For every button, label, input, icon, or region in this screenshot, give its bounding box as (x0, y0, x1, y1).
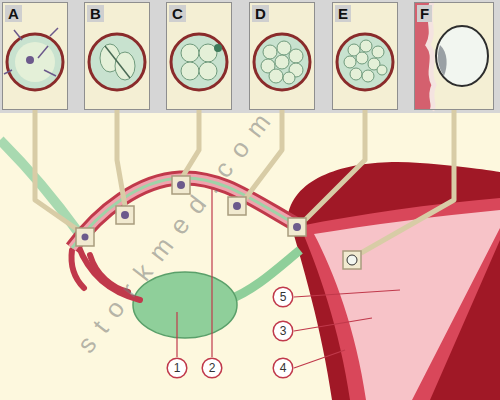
watermark: storkmed.com (71, 97, 285, 358)
stage-panel: E (332, 2, 398, 110)
callout-circle: 2 (201, 357, 223, 379)
panel-letter: D (252, 5, 269, 22)
stage-panel: B (84, 2, 150, 110)
callout-circle: 1 (166, 357, 188, 379)
callout-number: 2 (209, 361, 216, 375)
panel-letter: E (335, 5, 351, 22)
stage-panel: D (249, 2, 315, 110)
stage-panel: A (2, 2, 68, 110)
panel-letter: B (87, 5, 104, 22)
panel-letter: A (5, 5, 22, 22)
callout-number: 4 (280, 361, 287, 375)
panel-letter: F (417, 5, 432, 22)
callout-number: 1 (174, 361, 181, 375)
panel-letter: C (169, 5, 186, 22)
callout-circle: 5 (272, 286, 294, 308)
stage-panel: F (414, 2, 494, 110)
stage-panel: C (166, 2, 232, 110)
callout-number: 3 (280, 324, 287, 338)
callout-number: 5 (280, 290, 287, 304)
callout-circle: 4 (272, 357, 294, 379)
callout-circle: 3 (272, 320, 294, 342)
